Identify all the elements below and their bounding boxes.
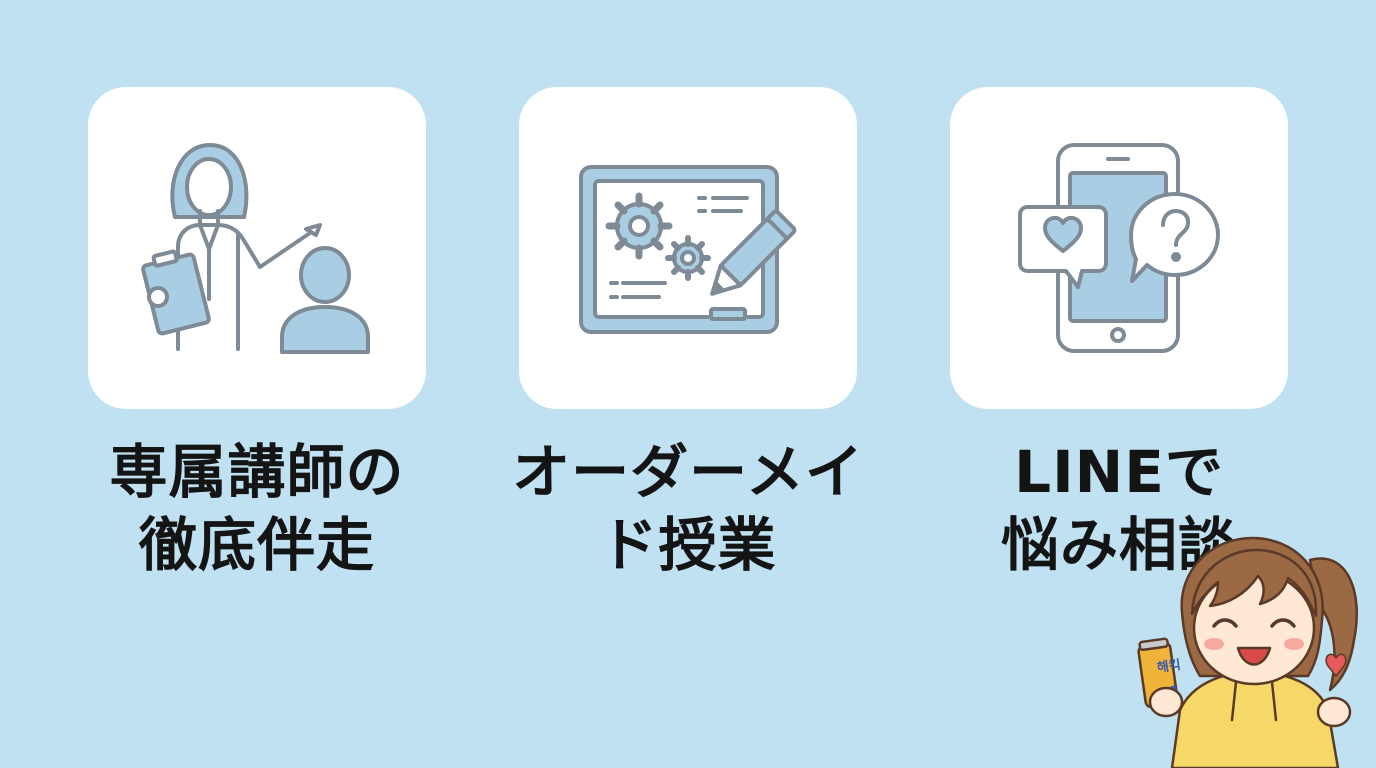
feature-label-3: LINEで 悩み相談	[904, 436, 1334, 582]
feature-label-1: 専属講師の 徹底伴走	[42, 436, 472, 582]
teacher-student-icon	[141, 143, 370, 354]
feature-card-3	[950, 87, 1288, 409]
feature-label-3-line1: LINEで	[1014, 438, 1224, 506]
feature-card-2	[519, 87, 857, 409]
feature-card-1	[88, 87, 426, 409]
feature-label-2: オーダーメイ ド授業	[473, 436, 903, 582]
smiling-girl-mascot: 해킥	[1137, 536, 1358, 768]
feature-label-2-line2: ド授業	[599, 511, 777, 579]
whiteboard-gears-pencil-icon	[579, 165, 797, 334]
can-label: 해킥	[1156, 657, 1182, 676]
feature-label-2-line1: オーダーメイ	[512, 438, 864, 506]
feature-label-1-line1: 専属講師の	[109, 438, 405, 506]
feature-label-1-line2: 徹底伴走	[138, 511, 375, 579]
smartphone-chat-icon	[1018, 143, 1220, 353]
